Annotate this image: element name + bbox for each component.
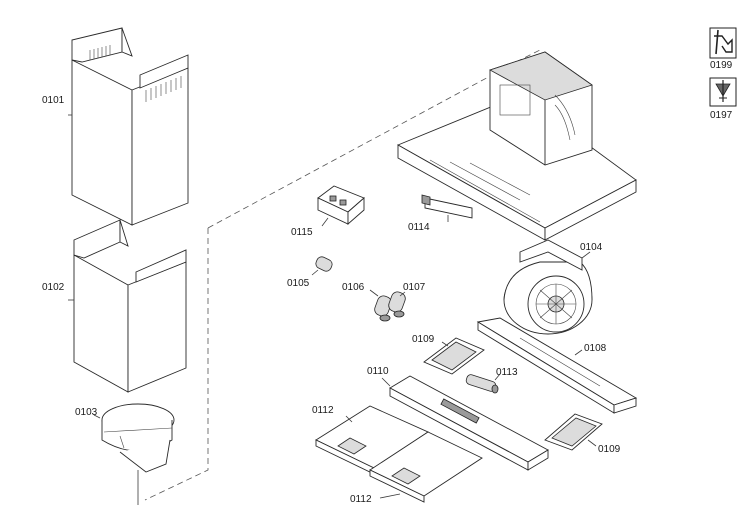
wrench-code: 0199 bbox=[710, 60, 733, 71]
label-0104: 0104 bbox=[580, 242, 603, 253]
label-0109-upper: 0109 bbox=[412, 334, 435, 345]
label-0115: 0115 bbox=[291, 227, 313, 238]
label-0110: 0110 bbox=[367, 366, 389, 377]
hood-body bbox=[396, 51, 637, 241]
label-0101: 0101 bbox=[42, 95, 65, 106]
lamp bbox=[311, 256, 333, 276]
fan-motor bbox=[503, 239, 593, 335]
lower-chimney bbox=[68, 219, 187, 393]
label-0107: 0107 bbox=[403, 282, 426, 293]
air-outlet-adapter bbox=[93, 403, 175, 505]
light-module bbox=[317, 185, 365, 227]
screw-code: 0197 bbox=[710, 110, 733, 121]
label-0112-lower: 0112 bbox=[350, 494, 372, 505]
label-0112-upper: 0112 bbox=[312, 405, 334, 416]
filter-frame bbox=[381, 375, 549, 471]
part-labels: 0101 0102 0103 0115 0114 0105 0106 0107 … bbox=[42, 95, 621, 505]
label-0109-lower: 0109 bbox=[598, 444, 621, 455]
lamp-tube bbox=[465, 373, 501, 394]
label-0108: 0108 bbox=[584, 343, 607, 354]
upper-chimney bbox=[68, 27, 189, 226]
label-0114: 0114 bbox=[408, 222, 430, 233]
legend: 0199 0197 bbox=[709, 27, 737, 121]
capacitors bbox=[369, 289, 406, 322]
label-0103: 0103 bbox=[75, 407, 98, 418]
label-0106: 0106 bbox=[342, 282, 365, 293]
label-0102: 0102 bbox=[42, 282, 65, 293]
light-cover-upper bbox=[423, 337, 485, 375]
label-0113: 0113 bbox=[496, 367, 518, 378]
grease-filter-2 bbox=[369, 431, 483, 503]
lower-frame bbox=[476, 317, 638, 414]
control-switch bbox=[421, 194, 473, 222]
light-cover-lower bbox=[544, 413, 603, 451]
wrench-icon bbox=[709, 27, 737, 59]
screw-icon bbox=[709, 77, 737, 107]
label-0105: 0105 bbox=[287, 278, 310, 289]
